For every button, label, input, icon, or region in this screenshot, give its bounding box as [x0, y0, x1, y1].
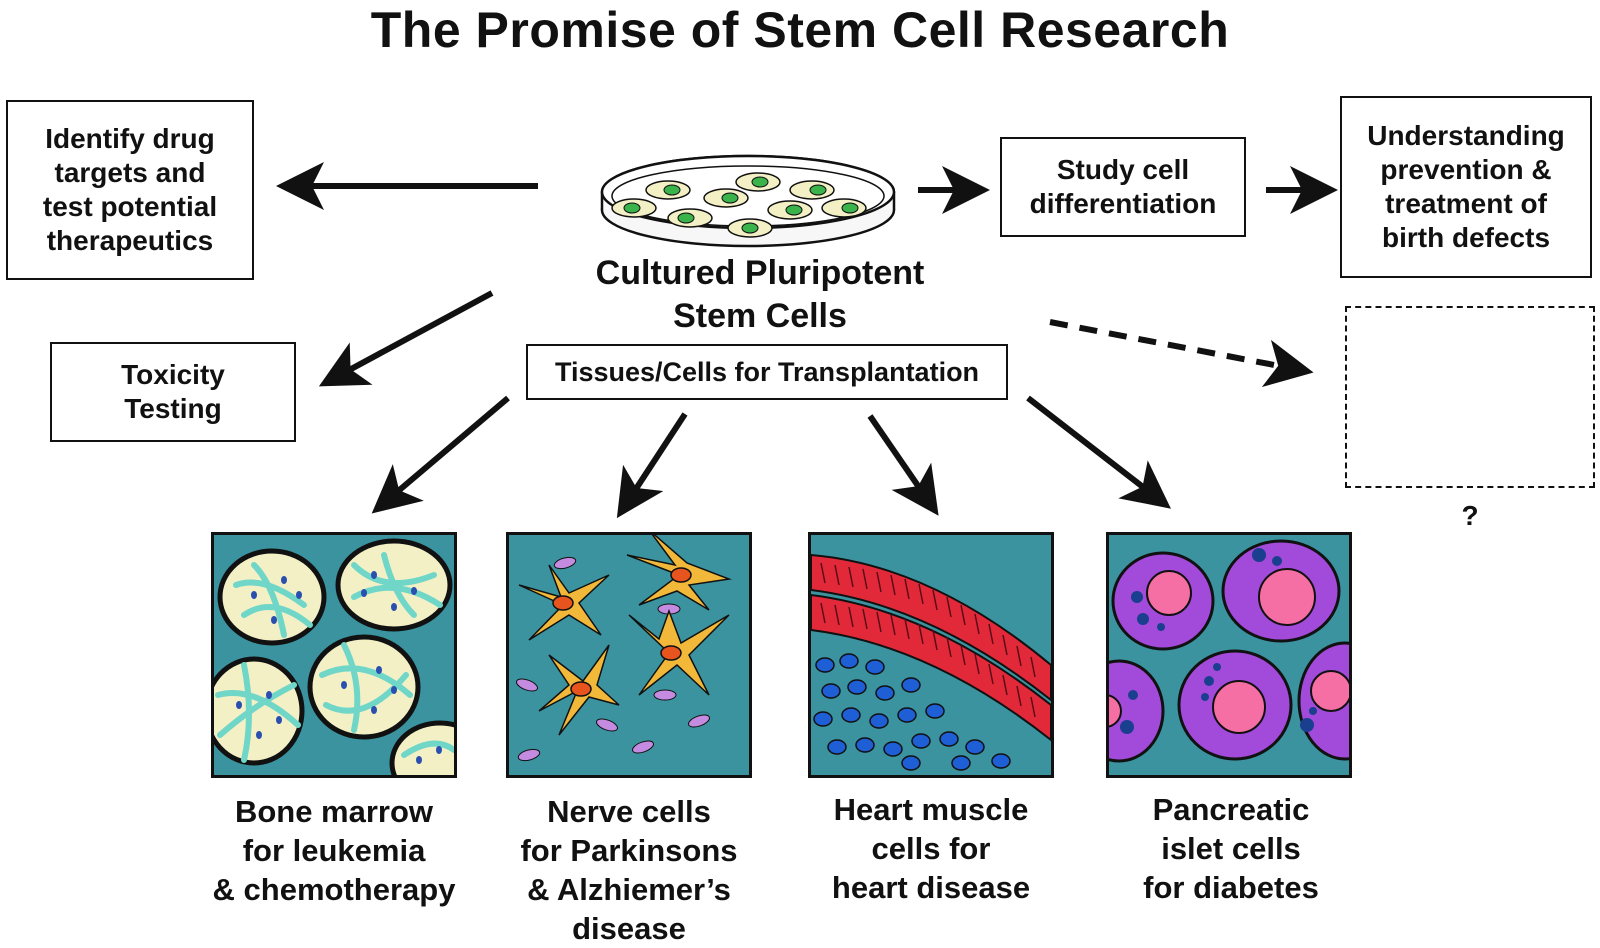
drug-targets-line: Identify drug [45, 123, 215, 154]
dashed-arrow-to-unknown [1049, 319, 1314, 388]
caption-line: cells for [871, 831, 991, 866]
pancreatic-islet-illustration [1109, 535, 1349, 775]
page-title: The Promise of Stem Cell Research [370, 2, 1230, 58]
toxicity-line: Testing [124, 393, 222, 424]
caption-line: for Parkinsons [520, 833, 738, 868]
birth-defects-box: Understanding prevention & treatment of … [1340, 96, 1592, 278]
transplantation-label: Tissues/Cells for Transplantation [554, 357, 980, 387]
cultured-stem-cells-label: Cultured Pluripotent Stem Cells [545, 252, 975, 338]
toxicity-testing-box: Toxicity Testing [50, 342, 296, 442]
heart-muscle-panel [808, 532, 1054, 778]
transplantation-box: Tissues/Cells for Transplantation [526, 344, 1008, 400]
heart-muscle-illustration [811, 535, 1051, 775]
birth-defects-line: treatment of [1385, 188, 1547, 219]
caption-line: Pancreatic [1152, 792, 1310, 827]
caption-line: heart disease [831, 870, 1031, 905]
drug-targets-line: targets and [54, 157, 206, 188]
birth-defects-line: birth defects [1381, 222, 1551, 253]
caption-line: disease [572, 911, 686, 946]
center-title-line: Cultured Pluripotent [595, 254, 925, 292]
bone-marrow-panel [211, 532, 457, 778]
nerve-cells-illustration [509, 535, 749, 775]
drug-targets-box: Identify drug targets and test potential… [6, 100, 254, 280]
petri-dish-icon [600, 154, 896, 248]
arrow-to-heart [867, 414, 939, 516]
center-title-line: Stem Cells [673, 297, 847, 335]
caption-line: Heart muscle [833, 792, 1029, 827]
caption-line: Bone marrow [234, 794, 434, 829]
caption-line: for leukemia [242, 833, 426, 868]
differentiation-line: Study cell [1056, 154, 1190, 185]
pancreatic-islet-panel [1106, 532, 1352, 778]
caption-line: islet cells [1161, 831, 1301, 866]
nerve-cells-caption: Nerve cells for Parkinsons & Alzhiemer’s… [496, 792, 762, 948]
arrow-to-bone-marrow [371, 395, 510, 514]
drug-targets-line: therapeutics [46, 225, 214, 256]
birth-defects-line: prevention & [1380, 154, 1552, 185]
caption-line: & Alzhiemer’s [527, 872, 731, 907]
arrow-to-pancreatic [1026, 395, 1171, 509]
caption-line: & chemotherapy [212, 872, 456, 907]
drug-targets-line: test potential [42, 191, 218, 222]
arrow-to-nerve [616, 412, 688, 519]
caption-line: Nerve cells [547, 794, 711, 829]
toxicity-line: Toxicity [121, 359, 225, 390]
question-mark: ? [1461, 500, 1479, 531]
unknown-application-box [1345, 306, 1595, 488]
pancreatic-caption: Pancreatic islet cells for diabetes [1106, 790, 1356, 907]
caption-line: for diabetes [1143, 870, 1319, 905]
birth-defects-line: Understanding [1367, 120, 1565, 151]
dish-cells [611, 172, 867, 238]
arrow-to-toxicity [318, 290, 494, 387]
nerve-cells-panel [506, 532, 752, 778]
bone-marrow-caption: Bone marrow for leukemia & chemotherapy [196, 792, 472, 909]
cell-differentiation-box: Study cell differentiation [1000, 137, 1246, 237]
differentiation-line: differentiation [1029, 188, 1217, 219]
bone-marrow-illustration [214, 535, 454, 775]
heart-muscle-caption: Heart muscle cells for heart disease [806, 790, 1056, 907]
